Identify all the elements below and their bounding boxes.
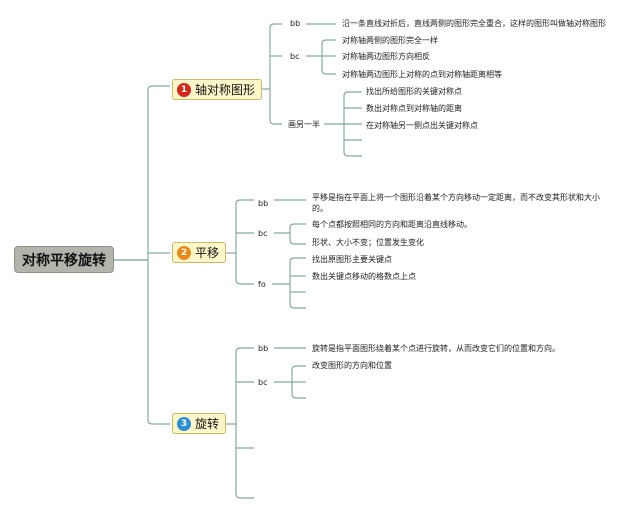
leaf-text[interactable]: 找出原图形主要关键点 — [312, 255, 392, 264]
key-bc[interactable]: bc — [258, 229, 268, 238]
leaf-text[interactable]: 平移是指在平面上将一个图形沿着某个方向移动一定距离，而不改变其形状和大小的。 — [312, 193, 600, 213]
branch-label: 平移 — [195, 246, 220, 260]
key-bc[interactable]: bc — [258, 378, 268, 387]
leaf-text[interactable]: 对称轴两边图形方向相反 — [342, 52, 430, 61]
key-bc[interactable]: bc — [290, 52, 300, 61]
leaf-text[interactable]: 数出关键点移动的格数点上点 — [312, 272, 416, 281]
number-badge-3: 3 — [177, 416, 191, 431]
leaf-text[interactable]: 对称轴两侧的图形完全一样 — [342, 36, 438, 45]
number-badge-2: 2 — [177, 245, 191, 260]
key-bb[interactable]: bb — [258, 199, 269, 208]
leaf-text[interactable]: 形状、大小不变；位置发生变化 — [312, 238, 424, 247]
key-bb[interactable]: bb — [290, 19, 301, 28]
branch-label: 旋转 — [195, 417, 220, 431]
leaf-text[interactable]: 每个点都按照相同的方向和距离沿直线移动。 — [312, 220, 472, 229]
leaf-text[interactable]: 在对称轴另一侧点出关键对称点 — [366, 121, 478, 130]
branch-translation[interactable]: 2 平移 — [172, 242, 227, 263]
leaf-text[interactable]: 旋转是指平面图形绕着某个点进行旋转，从而改变它们的位置和方向。 — [312, 344, 560, 353]
leaf-text[interactable]: 找出所给图形的关键对称点 — [366, 87, 462, 96]
number-badge-1: 1 — [177, 82, 191, 97]
leaf-text[interactable]: 沿一条直线对折后，直线两侧的图形完全重合，这样的图形叫做轴对称图形 — [342, 19, 606, 28]
leaf-text[interactable]: 改变图形的方向和位置 — [312, 361, 392, 370]
leaf-text[interactable]: 数出对称点到对称轴的距离 — [366, 104, 462, 113]
key-bb[interactable]: bb — [258, 344, 269, 353]
branch-label: 轴对称图形 — [195, 83, 256, 97]
key-fo[interactable]: fo — [258, 280, 266, 289]
root-topic[interactable]: 对称平移旋转 — [14, 246, 114, 273]
branch-axial-symmetry[interactable]: 1 轴对称图形 — [172, 79, 263, 100]
leaf-text[interactable]: 对称轴两边图形上对称的点到对称轴距离相等 — [342, 70, 502, 79]
key-draw-other-half[interactable]: 画另一半 — [288, 120, 320, 129]
branch-rotation[interactable]: 3 旋转 — [172, 413, 227, 434]
